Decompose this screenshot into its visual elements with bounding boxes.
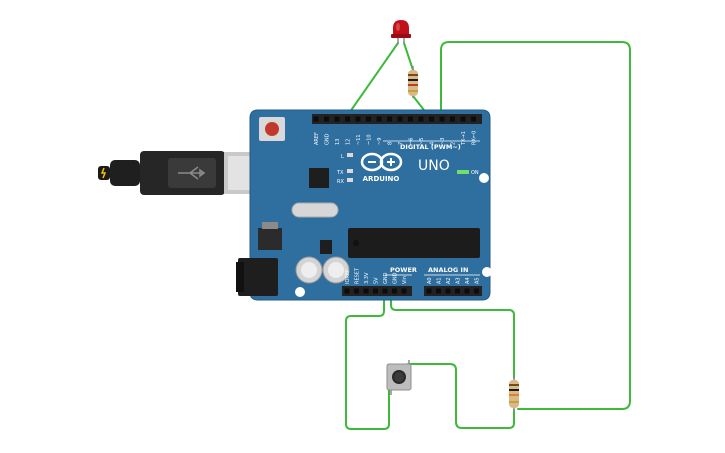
pin-label: A1 (437, 277, 443, 284)
pin-socket[interactable] (464, 288, 470, 294)
reset-button[interactable] (259, 117, 285, 141)
wire-5v-button[interactable] (345, 297, 396, 430)
pin-label: 13 (335, 139, 341, 145)
power-led (457, 170, 469, 174)
pin-label: 12 (346, 139, 352, 145)
atmega-microcontroller (348, 228, 480, 258)
pin-socket[interactable] (429, 116, 434, 122)
pin-label: GND (325, 133, 331, 145)
red-led[interactable] (391, 20, 411, 44)
wire-pin-loop[interactable] (440, 41, 631, 410)
pin-socket[interactable] (445, 288, 451, 294)
pin-socket[interactable] (345, 116, 350, 122)
arduino-logo (360, 152, 403, 172)
pin-socket[interactable] (471, 116, 476, 122)
capacitor (295, 256, 323, 284)
svg-text:ON: ON (471, 170, 479, 176)
arduino-uno-board[interactable]: ARDUINO UNO L TX RX ON AREF GND 13 12 ~11 ~10… (236, 109, 492, 301)
pin-label: TX→1 (461, 131, 467, 146)
pin-label: GND (393, 272, 399, 284)
pin-socket[interactable] (324, 116, 329, 122)
svg-text:TX: TX (336, 170, 344, 176)
pin-label: 7 (398, 142, 404, 145)
pin-label: 2 (451, 142, 457, 145)
pin-socket[interactable] (313, 116, 319, 122)
pin-label: RESET (355, 267, 361, 284)
pin-label: ~9 (377, 138, 383, 145)
power-header-label: POWER (390, 266, 417, 274)
usb-icon (178, 166, 206, 180)
pin-label: A3 (456, 277, 462, 284)
pin-label: 8 (388, 142, 394, 145)
onboard-leds: L TX RX ON (336, 153, 479, 185)
pin-label: IOREF (345, 269, 351, 284)
digital-header-label: DIGITAL (PWM~) (400, 143, 461, 151)
board-logo-text: ARDUINO (363, 175, 400, 183)
pin-socket[interactable] (387, 116, 392, 122)
pin-label: ~10 (367, 134, 373, 145)
plug-icon (100, 167, 107, 179)
mount-hole (295, 287, 305, 297)
pin-socket[interactable] (363, 288, 369, 294)
pin-socket[interactable] (401, 288, 407, 294)
pin-label: A4 (465, 277, 471, 284)
pin-socket[interactable] (376, 116, 382, 122)
pin-label: AREF (314, 132, 320, 145)
pin-socket[interactable] (474, 288, 479, 294)
push-button[interactable] (386, 360, 412, 395)
svg-text:RX: RX (337, 179, 344, 185)
pin-socket[interactable] (450, 116, 455, 122)
wire-led-anode-resistor[interactable] (403, 42, 414, 71)
pin-socket[interactable] (436, 288, 441, 294)
analog-header-label: ANALOG IN (428, 266, 468, 274)
small-chip (320, 240, 332, 254)
voltage-regulator (258, 228, 282, 250)
pin-label: ~11 (356, 134, 362, 145)
pin-label: 4 (430, 142, 436, 145)
pin-label: A2 (446, 277, 452, 284)
capacitor (322, 256, 350, 284)
wire-led-cathode-gnd[interactable] (344, 42, 399, 120)
pin-socket[interactable] (455, 288, 460, 294)
pin-label: A0 (427, 277, 433, 284)
resistor-bottom[interactable] (509, 376, 519, 412)
pin-socket[interactable] (366, 116, 371, 122)
pin-label: GND (383, 272, 389, 284)
pin-socket[interactable] (397, 116, 403, 122)
pin-socket[interactable] (392, 288, 397, 294)
pin-socket[interactable] (344, 288, 350, 294)
pin-socket[interactable] (354, 288, 359, 294)
pin-socket[interactable] (408, 116, 413, 122)
power-jack[interactable] (236, 258, 278, 296)
mount-hole (479, 173, 489, 183)
pin-socket[interactable] (382, 288, 388, 294)
crystal-oscillator (291, 202, 339, 218)
board-model-text: UNO (418, 158, 450, 174)
pin-socket[interactable] (439, 116, 445, 122)
pin-label: 5V (374, 277, 380, 284)
pin-label: A5 (475, 277, 481, 284)
pin-socket[interactable] (334, 116, 340, 122)
wire-button-resistor[interactable] (407, 363, 515, 429)
pin-socket[interactable] (460, 116, 466, 122)
resistor-top[interactable] (408, 66, 418, 98)
pin-label: Vin (402, 276, 408, 284)
wire-gnd-resistor[interactable] (390, 297, 515, 379)
pin-socket[interactable] (418, 116, 424, 122)
usb-chip (309, 168, 329, 188)
pin-socket[interactable] (426, 288, 432, 294)
pin-label: RX←0 (472, 131, 478, 145)
pin-socket[interactable] (373, 288, 378, 294)
svg-text:L: L (341, 154, 344, 160)
pin-label: 3.3V (364, 272, 370, 284)
mount-hole (482, 267, 492, 277)
wires (344, 41, 631, 430)
pin-socket[interactable] (355, 116, 361, 122)
